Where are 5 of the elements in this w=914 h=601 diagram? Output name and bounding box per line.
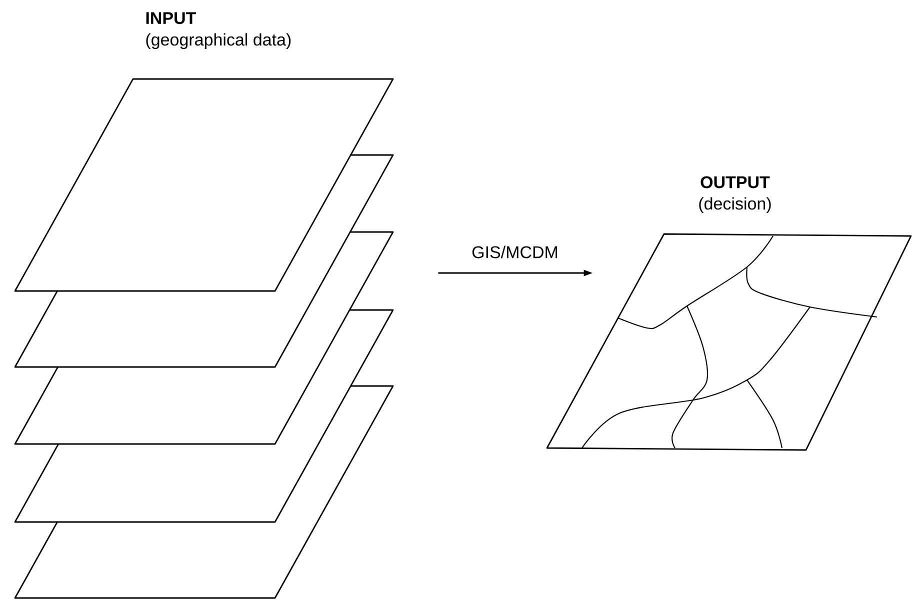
heading-text: INPUT bbox=[146, 12, 196, 24]
heading-text: OUTPUT bbox=[700, 176, 770, 188]
heading-text: (decision) bbox=[699, 197, 771, 214]
edge-label: GIS/MCDM bbox=[472, 246, 558, 258]
heading-text: (geographical data) bbox=[146, 33, 291, 50]
